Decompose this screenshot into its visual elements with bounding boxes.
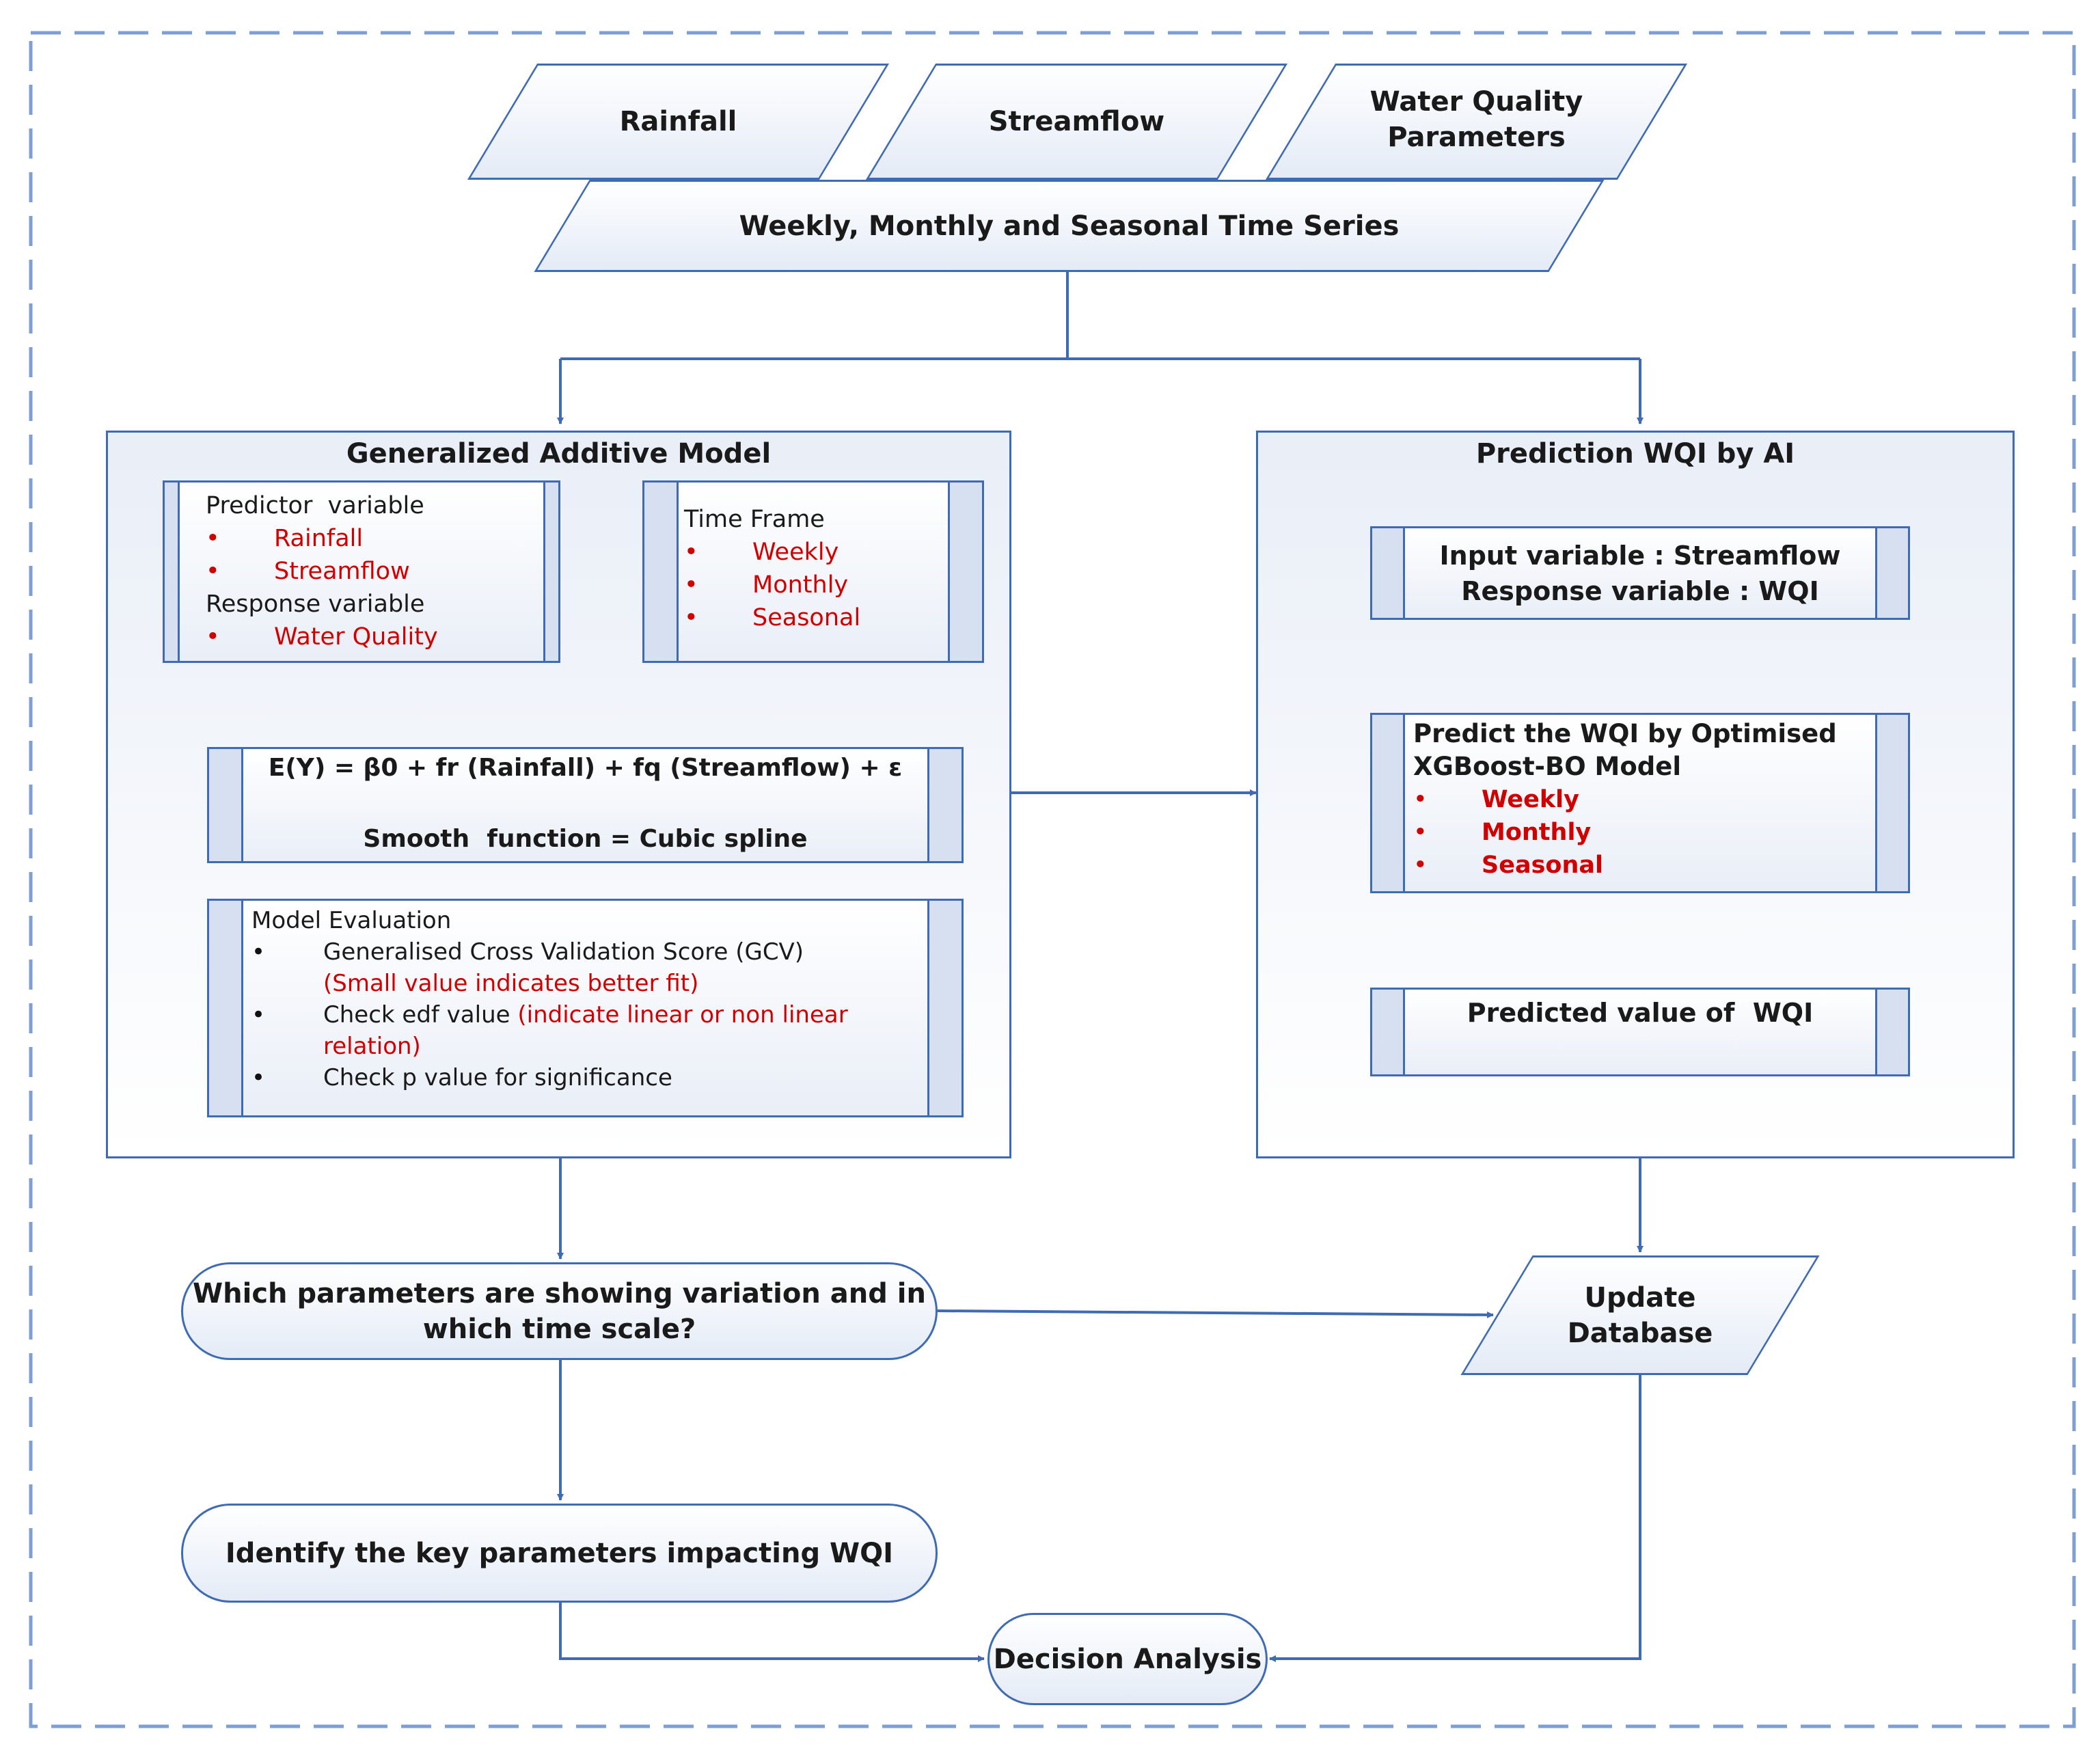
model-evaluation-heading: Model Evaluation [251, 907, 452, 934]
arrow-variation-to-update [937, 1309, 1494, 1318]
time-frame-box: Time Frame •Weekly •Monthly •Seasonal [642, 480, 984, 663]
equation-formula: E(Y) = β0 + fr (Rainfall) + fq (Streamfl… [268, 754, 903, 782]
list-item: •Streamflow [206, 558, 410, 585]
update-line1: Update [1584, 1281, 1696, 1314]
bar-left [1372, 528, 1405, 618]
update-line2: Database [1567, 1317, 1713, 1349]
bar-right [1875, 715, 1908, 891]
predict-xgboost-box: Predict the WQI by Optimised XGBoost-BO … [1370, 713, 1910, 893]
bar-right [543, 483, 558, 661]
list-item: •Seasonal [1413, 852, 1603, 879]
time-frame-content: Time Frame •Weekly •Monthly •Seasonal [684, 503, 948, 654]
list-item: •Seasonal [684, 604, 861, 631]
list-item: •Check edf value (indicate linear or non… [251, 1001, 848, 1029]
list-item: •Water Quality [206, 623, 438, 651]
gam-title: Generalized Additive Model [346, 438, 772, 470]
input-variable-content: Input variable : Streamflow Response var… [1406, 538, 1874, 611]
list-item: •Weekly [684, 539, 839, 566]
response-heading: Response variable [206, 590, 425, 618]
bar-right [927, 749, 962, 861]
list-item: •Monthly [684, 571, 849, 599]
predictor-content: Predictor variable •Rainfall •Streamflow… [206, 489, 524, 654]
bar-left [1372, 990, 1405, 1074]
predictor-variable-box: Predictor variable •Rainfall •Streamflow… [163, 480, 560, 663]
rainfall-label: Rainfall [619, 106, 737, 137]
bar-right [1875, 990, 1908, 1074]
bar-left [644, 483, 679, 661]
time-series-label: Weekly, Monthly and Seasonal Time Series [739, 210, 1400, 242]
water-quality-parameters-label: Water Quality Parameters [1300, 68, 1652, 171]
variation-line2: which time scale? [422, 1313, 696, 1345]
update-database-label: Update Database [1497, 1255, 1784, 1375]
equation-box: E(Y) = β0 + fr (Rainfall) + fq (Streamfl… [207, 747, 964, 863]
list-item: •Monthly [1413, 819, 1592, 846]
list-item: •Weekly [1413, 786, 1579, 813]
water-quality-line2: Parameters [1387, 122, 1566, 153]
streamflow-label: Streamflow [988, 106, 1165, 137]
variation-line1: Which parameters are showing variation a… [193, 1277, 926, 1309]
connector-series-split [560, 272, 1640, 360]
bar-left [209, 749, 243, 861]
variation-question: Which parameters are showing variation a… [181, 1262, 938, 1360]
identify-key-parameters: Identify the key parameters impacting WQ… [181, 1504, 938, 1603]
predicted-value-content: Predicted value of WQI [1406, 996, 1874, 1068]
model-evaluation-box: Model Evaluation •Generalised Cross Vali… [207, 899, 964, 1117]
model-evaluation-content: Model Evaluation •Generalised Cross Vali… [251, 905, 927, 1109]
bar-right [948, 483, 982, 661]
input-variable-line1: Input variable : Streamflow [1439, 541, 1841, 571]
input-variable-box: Input variable : Streamflow Response var… [1370, 526, 1910, 620]
predicted-value-label: Predicted value of WQI [1467, 998, 1814, 1028]
list-item: •Generalised Cross Validation Score (GCV… [251, 938, 804, 966]
equation-content: E(Y) = β0 + fr (Rainfall) + fq (Streamfl… [243, 752, 927, 854]
bar-left [165, 483, 180, 661]
water-quality-line1: Water Quality [1369, 86, 1583, 118]
time-frame-heading: Time Frame [684, 506, 825, 533]
predict-line1: Predict the WQI by Optimised [1413, 719, 1837, 748]
predicted-value-box: Predicted value of WQI [1370, 988, 1910, 1076]
predictor-heading: Predictor variable [206, 492, 424, 519]
list-item: •Check p value for significance [251, 1064, 672, 1091]
bar-right [1875, 528, 1908, 618]
list-item: relation) [323, 1033, 421, 1060]
bar-left [209, 901, 243, 1115]
list-item: (Small value indicates better fit) [323, 970, 699, 997]
list-item: •Rainfall [206, 525, 364, 552]
input-variable-line2: Response variable : WQI [1461, 576, 1819, 606]
ai-title: Prediction WQI by AI [1475, 438, 1795, 470]
predict-xgboost-content: Predict the WQI by Optimised XGBoost-BO … [1413, 718, 1874, 884]
smooth-function: Smooth function = Cubic spline [363, 825, 808, 853]
outer-dashed-frame [29, 31, 2076, 1728]
decision-analysis: Decision Analysis [987, 1613, 1268, 1705]
bar-left [1372, 715, 1405, 891]
predict-line2: XGBoost-BO Model [1413, 752, 1682, 781]
arrow-identify-to-decision [559, 1603, 985, 1662]
bar-right [927, 901, 962, 1115]
arrow-update-to-decision [1269, 1375, 1641, 1662]
